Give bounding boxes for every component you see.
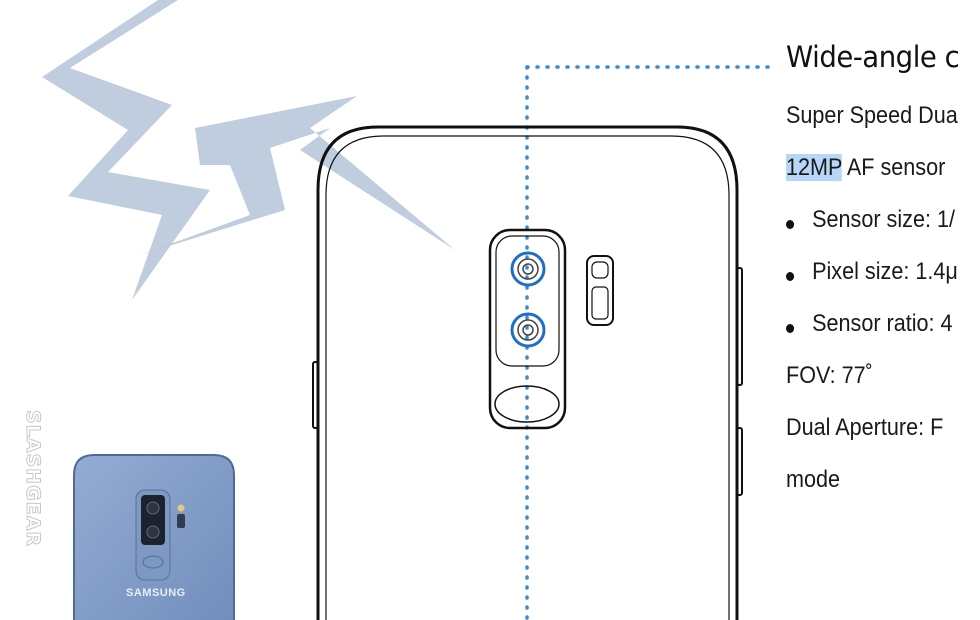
camera-module — [488, 228, 567, 430]
bullet-icon — [786, 324, 795, 333]
spec-bullet: Sensor size: 1/ — [786, 206, 955, 234]
bullet-icon — [786, 272, 795, 281]
spec-line: 12MP AF sensor — [786, 154, 945, 182]
section-heading: Wide-angle c — [786, 40, 960, 74]
spec-text: Pixel size: 1.4μ — [812, 258, 958, 285]
lightning-bolt-icon — [42, 0, 210, 300]
lightning-bolt-icon — [140, 96, 455, 255]
spec-text: AF sensor — [842, 154, 946, 181]
lens-icon — [510, 251, 546, 287]
phone-photo — [73, 454, 235, 620]
spec-text: Sensor size: 1/ — [812, 206, 955, 233]
selected-text[interactable]: 12MP — [786, 154, 843, 181]
watermark-logo: SLASHGEAR — [22, 410, 45, 548]
fingerprint-sensor — [494, 385, 560, 423]
phone-outline — [312, 125, 743, 620]
spec-line: FOV: 77˚ — [786, 362, 873, 389]
spec-bullet: Sensor ratio: 4 — [786, 310, 953, 338]
spec-bullet: Pixel size: 1.4μ — [786, 258, 958, 286]
spec-line: mode — [786, 466, 841, 493]
spec-text: Sensor ratio: 4 — [812, 310, 953, 337]
spec-line: Super Speed Dua — [786, 102, 958, 129]
phone-brand-logo: SAMSUNG — [126, 587, 186, 599]
bullet-icon — [786, 220, 795, 229]
flash-module — [586, 255, 614, 326]
lens-icon — [510, 312, 546, 348]
spec-line: Dual Aperture: F — [786, 414, 944, 441]
